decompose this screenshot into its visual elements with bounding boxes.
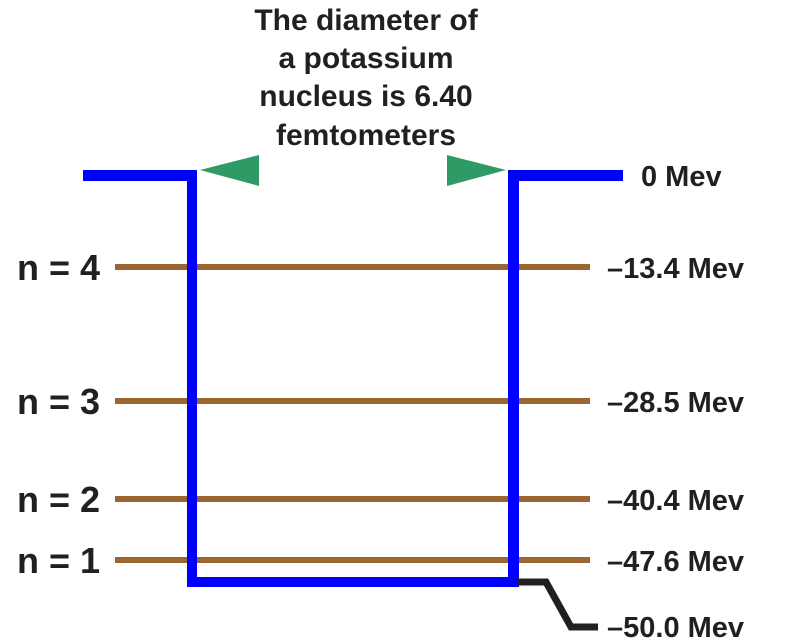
- well-top-left: [83, 170, 197, 181]
- bottom-leader-line: [517, 578, 598, 631]
- well-bottom: [187, 577, 519, 587]
- title-line-4: femtometers: [276, 119, 456, 152]
- title-line-1: The diameter of: [254, 4, 478, 37]
- energy-levels: [115, 264, 590, 563]
- level-line-n1: [115, 557, 590, 563]
- energy-label-n3: –28.5 Mev: [607, 387, 744, 419]
- n-labels: n = 4 n = 3 n = 2 n = 1: [17, 247, 100, 581]
- well-top-right: [508, 170, 623, 181]
- level-line-n3: [115, 398, 590, 404]
- energy-label-n1: –47.6 Mev: [607, 546, 744, 578]
- n-label-4: n = 4: [17, 247, 100, 288]
- level-line-n2: [115, 496, 590, 502]
- diagram-title: The diameter of a potassium nucleus is 6…: [254, 4, 478, 152]
- energy-label-n2: –40.4 Mev: [607, 485, 744, 517]
- n-label-3: n = 3: [17, 381, 100, 422]
- level-line-n4: [115, 264, 590, 270]
- left-arrow-icon: [200, 155, 259, 186]
- energy-label-top: 0 Mev: [641, 161, 722, 193]
- potential-well: [83, 170, 623, 587]
- title-line-2: a potassium: [278, 42, 453, 75]
- n-label-1: n = 1: [17, 540, 100, 581]
- n-label-2: n = 2: [17, 479, 100, 520]
- well-left-wall: [187, 170, 197, 587]
- energy-labels: 0 Mev –13.4 Mev –28.5 Mev –40.4 Mev –47.…: [607, 161, 744, 640]
- energy-label-n4: –13.4 Mev: [607, 253, 744, 285]
- well-right-wall: [508, 170, 519, 587]
- right-arrow-icon: [447, 155, 506, 186]
- energy-label-bottom: –50.0 Mev: [607, 612, 744, 640]
- title-line-3: nucleus is 6.40: [259, 80, 472, 113]
